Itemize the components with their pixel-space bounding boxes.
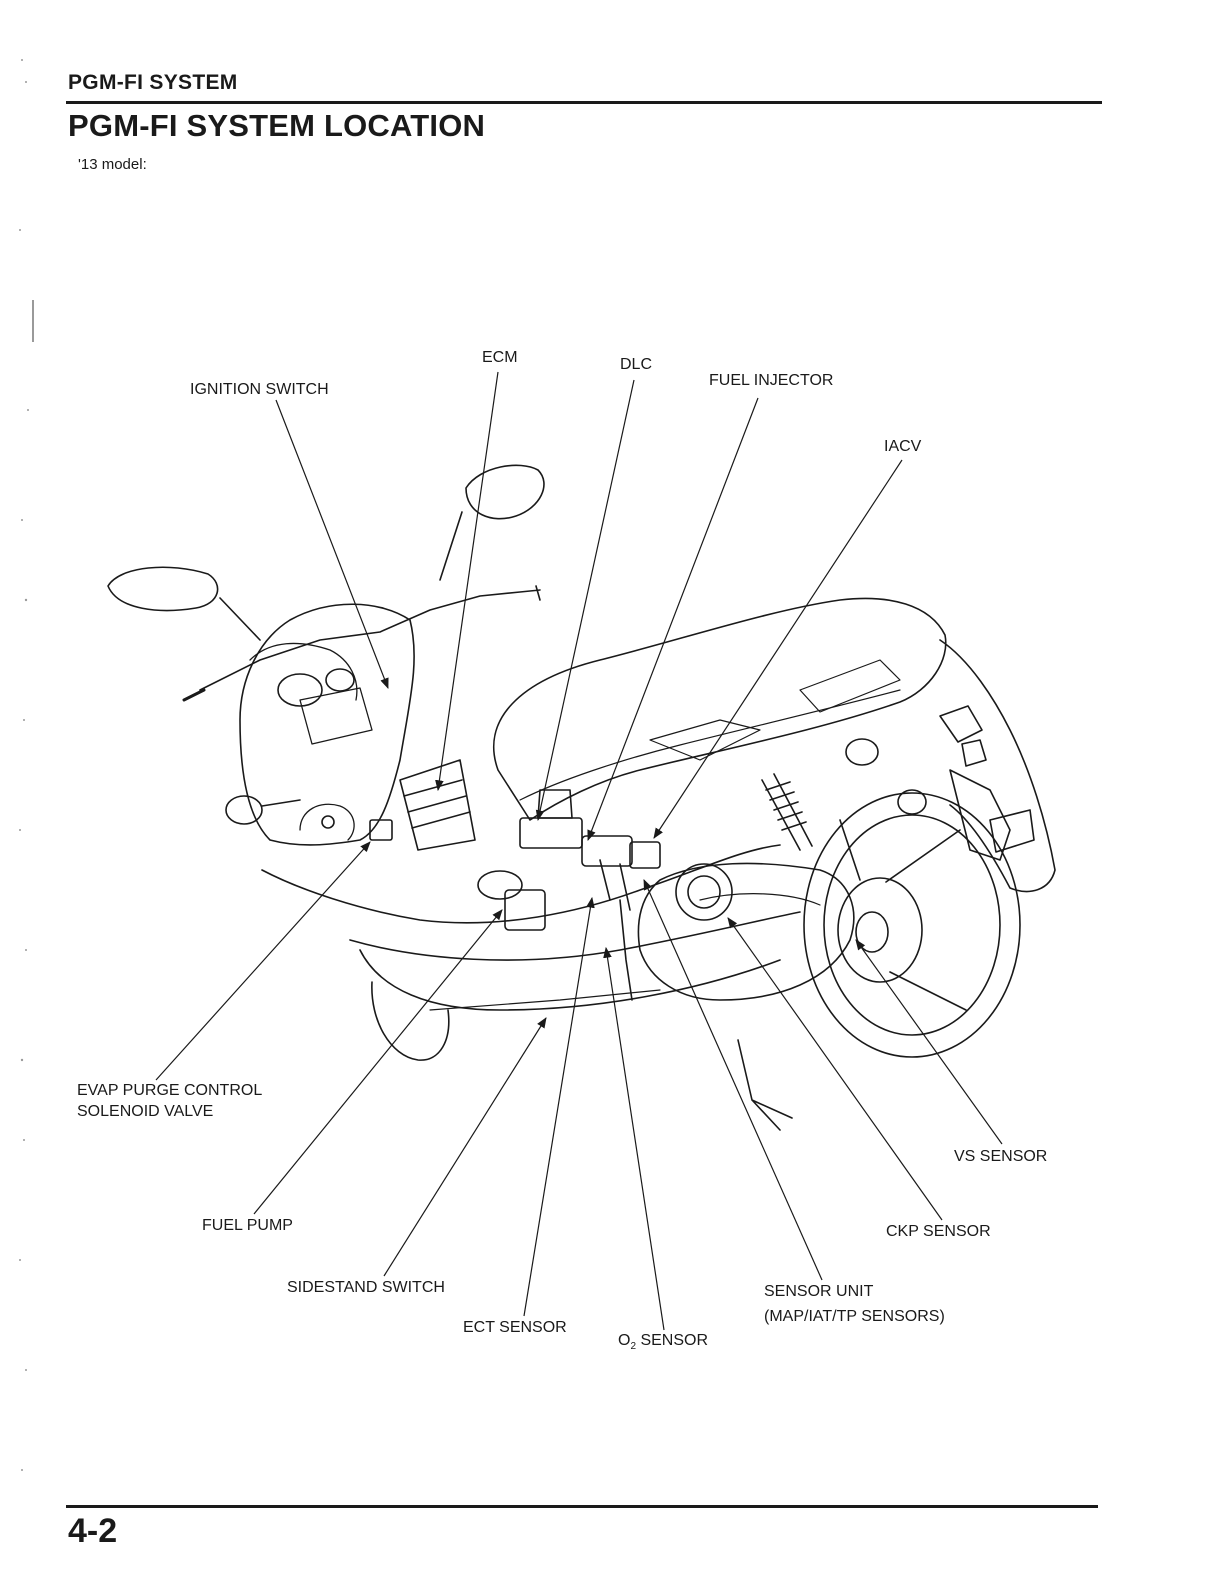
label-o2-suffix: SENSOR [636, 1332, 708, 1349]
page-number: 4-2 [68, 1512, 117, 1551]
label-sidestand-switch: SIDESTAND SWITCH [287, 1278, 445, 1298]
leader-o2-sensor [606, 948, 664, 1330]
label-sensor-unit-line-1: SENSOR UNIT [764, 1281, 945, 1302]
label-evap-purge: EVAP PURGE CONTROL SOLENOID VALVE [77, 1080, 262, 1122]
floorboard [262, 845, 780, 923]
label-vs-sensor: VS SENSOR [954, 1147, 1047, 1167]
label-fuel-pump: FUEL PUMP [202, 1216, 293, 1236]
label-o2-prefix: O [618, 1332, 630, 1349]
label-ckp-sensor: CKP SENSOR [886, 1222, 991, 1242]
leader-ckp-sensor [728, 918, 942, 1220]
engine-cover [638, 863, 853, 1000]
label-evap-line-1: EVAP PURGE CONTROL [77, 1080, 262, 1101]
leader-vs-sensor [856, 940, 1002, 1144]
label-evap-line-2: SOLENOID VALVE [77, 1101, 262, 1122]
label-sensor-unit: SENSOR UNIT (MAP/IAT/TP SENSORS) [764, 1281, 945, 1327]
sidestand [738, 1040, 792, 1130]
leader-sensor-unit [644, 880, 822, 1280]
leader-fuel-injector [588, 398, 758, 840]
leader-ect-sensor [524, 898, 592, 1316]
left-mirror [108, 567, 218, 610]
label-sensor-unit-line-2: (MAP/IAT/TP SENSORS) [764, 1306, 945, 1327]
leader-evap [156, 842, 370, 1080]
front-wheel [372, 982, 449, 1060]
label-ecm: ECM [482, 348, 518, 368]
right-mirror-stem [440, 512, 462, 580]
label-o2-sensor: O2 SENSOR [618, 1331, 708, 1357]
label-iacv: IACV [884, 437, 921, 457]
leader-ignition-switch [276, 400, 388, 688]
left-mirror-stem [220, 598, 260, 640]
front-body [240, 604, 414, 845]
leader-dlc [538, 380, 634, 820]
leader-ecm [438, 372, 498, 790]
rear-shock [762, 774, 812, 850]
label-dlc: DLC [620, 355, 652, 375]
label-ect-sensor: ECT SENSOR [463, 1318, 567, 1338]
seat [494, 598, 946, 820]
label-ignition-switch: IGNITION SWITCH [190, 380, 329, 400]
label-fuel-injector: FUEL INJECTOR [709, 371, 833, 391]
rear-body [940, 640, 1055, 891]
footer-rule [66, 1505, 1098, 1508]
leader-fuel-pump [254, 910, 502, 1214]
